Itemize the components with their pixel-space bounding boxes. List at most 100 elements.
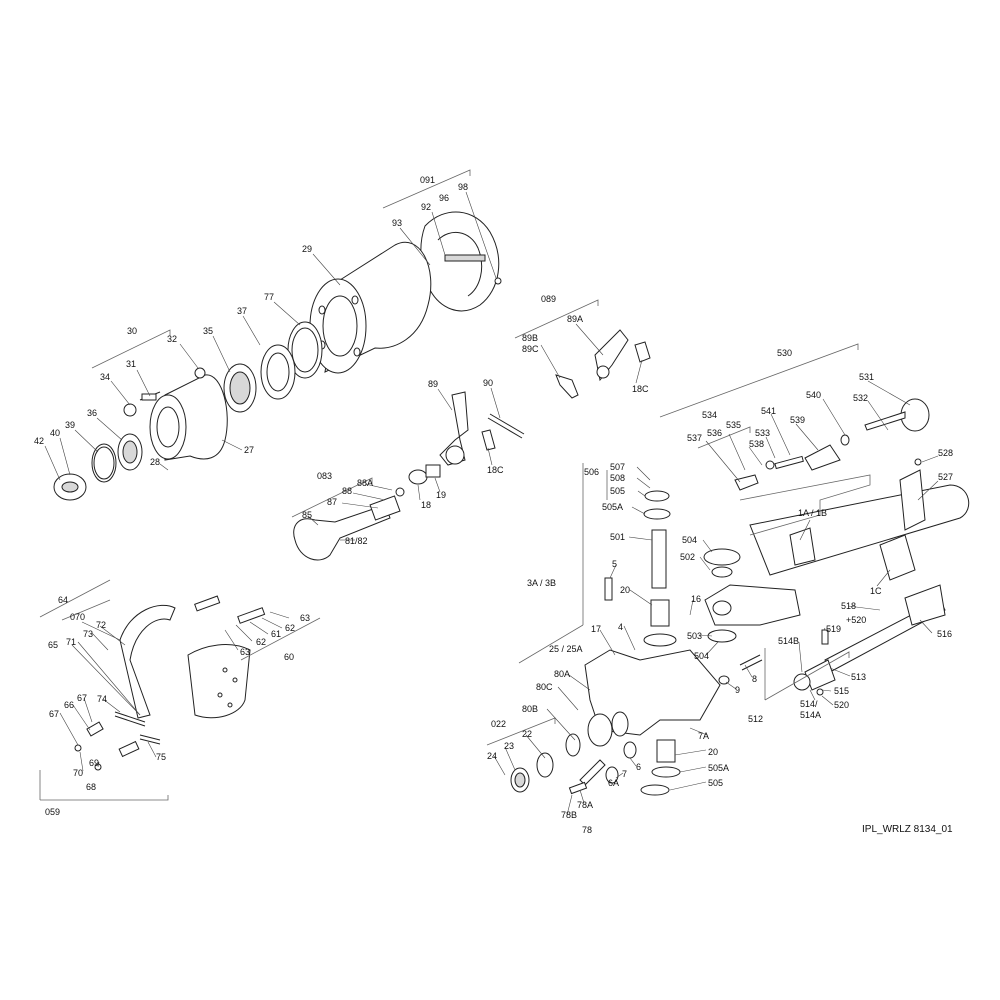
- callout-506: 506: [584, 467, 599, 477]
- callout-98: 98: [458, 182, 468, 192]
- king-pin-stack-drawing: [604, 490, 741, 647]
- callout-022: 022: [491, 719, 506, 729]
- callout-78B: 78B: [561, 810, 577, 820]
- callout-61: 61: [271, 629, 281, 639]
- callout-30: 30: [127, 326, 137, 336]
- shoe-hardware-drawing: [74, 711, 161, 771]
- callout-18C-top: 18C: [632, 384, 649, 394]
- callout-92: 92: [421, 202, 431, 212]
- callout-512: 512: [748, 714, 763, 724]
- callout-518: 518: [841, 601, 856, 611]
- callout-60: 60: [284, 652, 294, 662]
- callout-75: 75: [156, 752, 166, 762]
- callout-80B: 80B: [522, 704, 538, 714]
- callout-541: 541: [761, 406, 776, 416]
- callout-505-bot: 505: [708, 778, 723, 788]
- callout-091: 091: [420, 175, 435, 185]
- callout-37: 37: [237, 306, 247, 316]
- callout-515: 515: [834, 686, 849, 696]
- slack-adjuster-drawing: [439, 391, 525, 466]
- callout-7: 7: [622, 769, 627, 779]
- callout-72: 72: [96, 620, 106, 630]
- leader-lines: [44, 191, 939, 816]
- callout-62-right: 62: [285, 623, 295, 633]
- callout-32: 32: [167, 334, 177, 344]
- callout-68: 68: [86, 782, 96, 792]
- callout-537: 537: [687, 433, 702, 443]
- wheel-hub-drawing: [139, 367, 228, 461]
- callout-533: 533: [755, 428, 770, 438]
- callout-531: 531: [859, 372, 874, 382]
- callout-6A: 6A: [608, 778, 619, 788]
- callout-40: 40: [50, 428, 60, 438]
- callout-39: 39: [65, 420, 75, 430]
- callout-35: 35: [203, 326, 213, 336]
- callout-67-left: 67: [49, 709, 59, 719]
- callout-530: 530: [777, 348, 792, 358]
- callout-90: 90: [483, 378, 493, 388]
- callout-1A-1B: 1A / 1B: [798, 508, 827, 518]
- callout-519: 519: [826, 624, 841, 634]
- callout-540: 540: [806, 390, 821, 400]
- callout-22: 22: [522, 729, 532, 739]
- callout-508: 508: [610, 473, 625, 483]
- callout-labels: 091 98 92 96 93 29 77 37 30 35 32 31 34 …: [34, 175, 953, 835]
- callout-3A-3B: 3A / 3B: [527, 578, 556, 588]
- callout-505A-top: 505A: [602, 502, 623, 512]
- callout-89B: 89B: [522, 333, 538, 343]
- callout-6: 6: [636, 762, 641, 772]
- callout-19: 19: [436, 490, 446, 500]
- callout-24: 24: [487, 751, 497, 761]
- callout-16: 16: [691, 594, 701, 604]
- callout-4: 4: [618, 622, 623, 632]
- callout-536: 536: [707, 428, 722, 438]
- callout-78A: 78A: [577, 800, 593, 810]
- callout-71: 71: [66, 637, 76, 647]
- callout-42: 42: [34, 436, 44, 446]
- callout-93: 93: [392, 218, 402, 228]
- dust-shield-drawing: [420, 211, 502, 312]
- callout-73: 73: [83, 629, 93, 639]
- callout-059: 059: [45, 807, 60, 817]
- callout-514B: 514B: [778, 636, 799, 646]
- callout-083: 083: [317, 471, 332, 481]
- brake-shoes-drawing: [119, 595, 266, 719]
- callout-28: 28: [150, 457, 160, 467]
- callout-34: 34: [100, 372, 110, 382]
- callout-89A: 89A: [567, 314, 583, 324]
- callout-80A: 80A: [554, 669, 570, 679]
- callout-5: 5: [612, 559, 617, 569]
- callout-8: 8: [752, 674, 757, 684]
- callout-70: 70: [73, 768, 83, 778]
- seal-rings-drawing: [223, 321, 323, 413]
- camshaft-drawing: [293, 464, 441, 561]
- callout-516: 516: [937, 629, 952, 639]
- callout-20-top: 20: [620, 585, 630, 595]
- callout-18: 18: [421, 500, 431, 510]
- callout-66: 66: [64, 700, 74, 710]
- callout-539: 539: [790, 415, 805, 425]
- steering-knuckle-drawing: [584, 649, 763, 747]
- callout-534: 534: [702, 410, 717, 420]
- callout-089: 089: [541, 294, 556, 304]
- callout-77: 77: [264, 292, 274, 302]
- callout-070: 070: [70, 612, 85, 622]
- tie-rod-drawing: [793, 584, 946, 696]
- callout-80C: 80C: [536, 682, 553, 692]
- hub-cap-drawing: [53, 403, 143, 501]
- callout-504-top: 504: [682, 535, 697, 545]
- callout-plus520: +520: [846, 615, 866, 625]
- callout-20-bot: 20: [708, 747, 718, 757]
- callout-96: 96: [439, 193, 449, 203]
- callout-528: 528: [938, 448, 953, 458]
- callout-89C: 89C: [522, 344, 539, 354]
- callout-527: 527: [938, 472, 953, 482]
- callout-85: 85: [302, 510, 312, 520]
- callout-505A-bot: 505A: [708, 763, 729, 773]
- callout-27: 27: [244, 445, 254, 455]
- callout-88A: 88A: [357, 478, 373, 488]
- brake-drum-drawing: [309, 241, 432, 374]
- callout-532: 532: [853, 393, 868, 403]
- callout-505-top: 505: [610, 486, 625, 496]
